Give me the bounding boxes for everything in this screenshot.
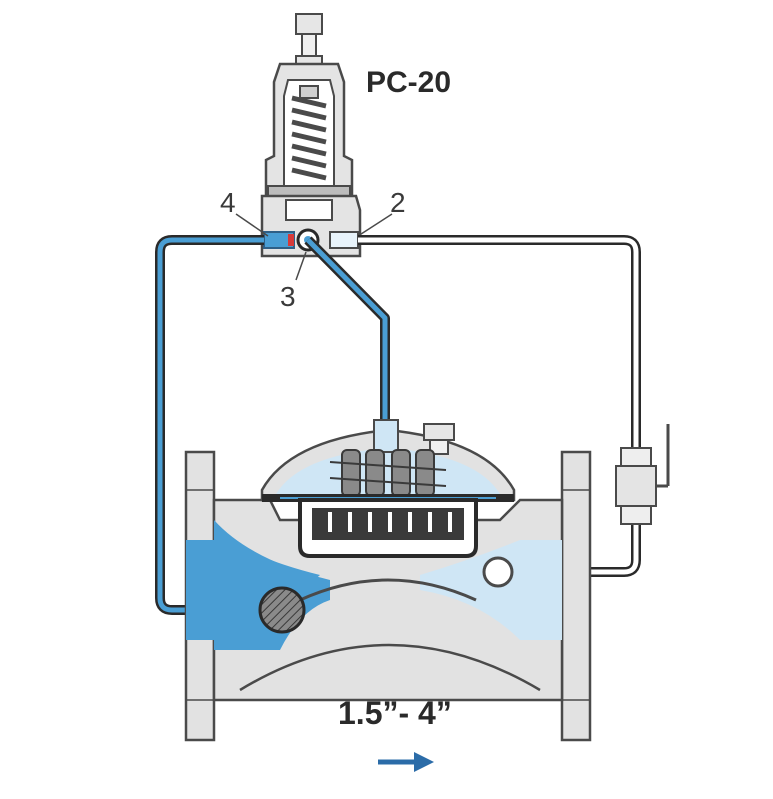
control-chamber — [276, 448, 500, 494]
leader-3 — [295, 251, 307, 281]
pilot-port-2 — [329, 231, 359, 249]
size-range-label: 1.5”- 4” — [338, 695, 452, 731]
pilot-valve — [260, 13, 362, 258]
callout-3: 3 — [280, 281, 296, 312]
right-flange — [560, 450, 592, 742]
main-valve — [184, 419, 592, 742]
leader-4 — [235, 213, 269, 237]
ball-valve — [615, 424, 670, 525]
downstream-port — [482, 556, 514, 588]
control-tube — [306, 238, 388, 420]
control-tube-outline — [304, 236, 390, 420]
main-spring — [329, 449, 447, 497]
pilot-seal — [288, 234, 294, 246]
leader-2 — [357, 213, 393, 237]
callout-2: 2 — [390, 187, 406, 218]
pilot-model-label: PC-20 — [366, 66, 451, 99]
callout-4: 4 — [220, 187, 236, 218]
flow-arrow-icon — [378, 752, 434, 772]
outlet-tube — [358, 237, 639, 575]
outlet-chamber — [420, 540, 562, 640]
pilot-spring — [291, 95, 327, 181]
adjusting-nut — [295, 13, 323, 35]
strainer — [258, 586, 306, 634]
cover-bolt — [423, 423, 455, 441]
inlet-tube — [157, 237, 270, 613]
